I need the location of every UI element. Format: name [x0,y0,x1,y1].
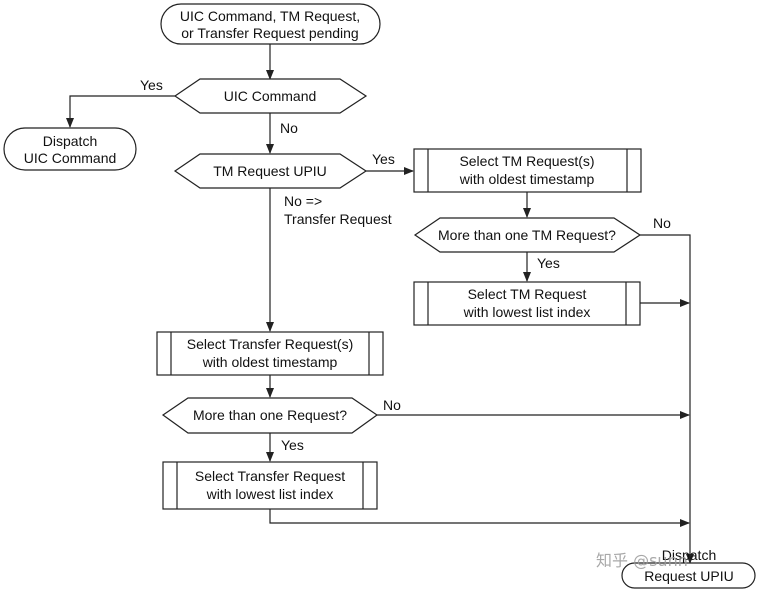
select-transfer-oldest-line-2: with oldest timestamp [202,354,338,370]
label-more-req-yes: Yes [281,437,304,453]
more-than-one-tm-decision: More than one TM Request? [413,217,642,253]
dispatch-uic-terminal: Dispatch UIC Command [3,127,137,171]
select-tm-oldest-line-2: with oldest timestamp [459,171,595,187]
dispatch-request-terminal: Dispatch Request UPIU [621,547,756,589]
start-line-2: or Transfer Request pending [181,25,358,41]
label-more-tm-no: No [653,215,671,231]
dispatch-uic-line-2: UIC Command [24,150,117,166]
label-more-tm-yes: Yes [537,255,560,271]
more-than-one-tm-label: More than one TM Request? [438,227,616,243]
connectors [66,44,694,564]
label-more-req-no: No [383,397,401,413]
select-transfer-oldest-process: Select Transfer Request(s) with oldest t… [156,331,384,376]
select-transfer-lowest-line-2: with lowest list index [206,486,334,502]
start-terminal: UIC Command, TM Request, or Transfer Req… [160,3,381,45]
start-line-1: UIC Command, TM Request, [180,8,360,24]
select-transfer-lowest-process: Select Transfer Request with lowest list… [162,461,378,510]
arrow-translowest-to-dispatch [269,509,690,527]
select-tm-lowest-process: Select TM Request with lowest list index [413,281,641,326]
edge-labels: Yes No Yes No => Transfer Request No Yes… [140,77,671,453]
watermark: 知乎 @sunn [596,551,688,570]
uic-command-decision: UIC Command [173,78,368,114]
label-uic-no: No [280,120,298,136]
dispatch-uic-line-1: Dispatch [43,133,97,149]
select-tm-lowest-line-1: Select TM Request [468,286,587,302]
dispatch-request-line-1: Dispatch [662,547,716,563]
dispatch-request-line-2: Request UPIU [644,568,733,584]
tm-request-upiu-label: TM Request UPIU [213,163,327,179]
label-tm-yes: Yes [372,151,395,167]
select-tm-oldest-line-1: Select TM Request(s) [459,153,594,169]
label-uic-yes: Yes [140,77,163,93]
more-than-one-request-decision: More than one Request? [161,397,379,434]
select-transfer-lowest-line-1: Select Transfer Request [195,468,345,484]
label-tm-no-line-1: No => [284,193,322,209]
more-than-one-request-label: More than one Request? [193,407,347,423]
select-tm-lowest-line-2: with lowest list index [463,304,591,320]
label-tm-no-line-2: Transfer Request [284,211,392,227]
select-tm-oldest-process: Select TM Request(s) with oldest timesta… [413,148,642,193]
arrow-more-tm-no [640,234,694,564]
select-transfer-oldest-line-1: Select Transfer Request(s) [187,336,354,352]
arrow-uic-yes [66,95,175,128]
tm-request-upiu-decision: TM Request UPIU [173,153,368,189]
uic-command-label: UIC Command [224,88,317,104]
